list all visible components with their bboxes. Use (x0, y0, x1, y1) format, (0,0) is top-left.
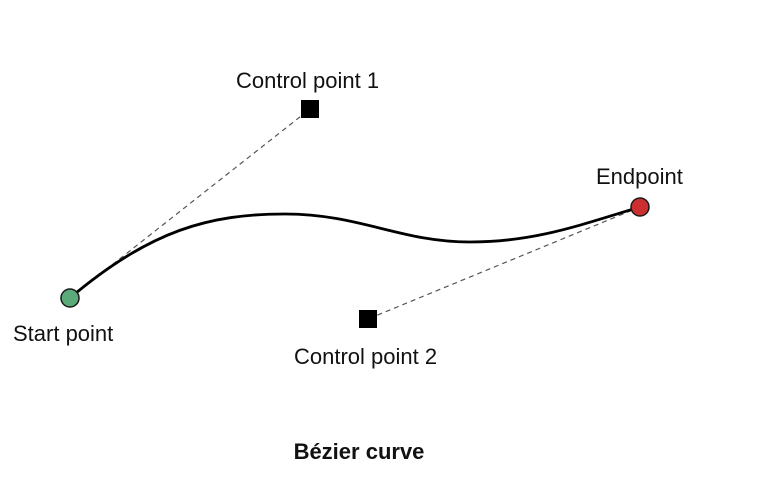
endpoint-marker (630, 197, 650, 217)
diagram-caption: Bézier curve (293, 439, 425, 464)
start-point-marker (60, 288, 80, 308)
start-point-label: Start point (13, 321, 114, 346)
control-point-1-label: Control point 1 (236, 68, 380, 93)
handle-line-2 (367, 206, 641, 320)
control-point-2-marker (359, 310, 377, 328)
handle-line-1 (69, 108, 311, 299)
endpoint-label: Endpoint (596, 164, 683, 189)
control-point-1-marker (301, 100, 319, 118)
bezier-curve (68, 205, 642, 300)
control-point-2-label: Control point 2 (294, 344, 438, 369)
